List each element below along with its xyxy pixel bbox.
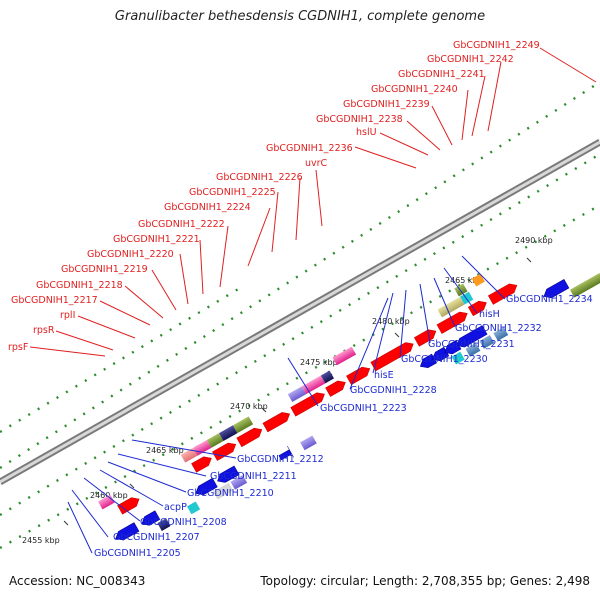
gene-label: GbCGDNIH1_2223 <box>320 403 407 414</box>
gene-rna <box>206 433 224 448</box>
genome-backbone <box>0 138 600 486</box>
gene-arrow <box>444 340 462 355</box>
gene-label: GbCGDNIH1_2236 <box>266 143 353 154</box>
gene-label: GbCGDNIH1_2208 <box>140 517 227 528</box>
gene-label: GbCGDNIH1_2231 <box>428 339 515 350</box>
gene-rna <box>219 425 238 441</box>
gene-arrow <box>325 380 346 397</box>
gene-rna <box>569 273 600 298</box>
kbp-label: 2470 kbp <box>230 402 268 411</box>
gene-arrow <box>141 510 161 526</box>
gene-label: GbCGDNIH1_2230 <box>401 354 488 365</box>
gene-rna <box>320 370 335 384</box>
gene-label: GbCGDNIH1_2207 <box>113 532 200 543</box>
gene-label: GbCGDNIH1_2241 <box>398 69 485 80</box>
gene-label: hisE <box>374 370 394 381</box>
kbp-label: 2475 kbp <box>300 358 338 367</box>
gene-rna <box>493 327 509 341</box>
gene-label: hisH <box>479 309 500 320</box>
accession-text: Accession: NC_008343 <box>9 574 146 588</box>
gene-rna <box>232 416 254 434</box>
gene-label: GbCGDNIH1_2222 <box>138 219 225 230</box>
gene-arrow <box>212 442 237 461</box>
gene-label: GbCGDNIH1_2225 <box>189 187 276 198</box>
gene-label: GbCGDNIH1_2226 <box>216 172 303 183</box>
gene-label: GbCGDNIH1_2228 <box>350 385 437 396</box>
gene-arrow <box>236 427 263 448</box>
gene-arrow <box>278 446 294 461</box>
gene-label: GbCGDNIH1_2238 <box>316 114 403 125</box>
gene-label: GbCGDNIH1_2249 <box>453 40 540 51</box>
kbp-label: 2490 kbp <box>515 236 553 245</box>
gene-arrow <box>115 522 140 541</box>
gene-arrow <box>487 283 518 305</box>
forward-labels: GbCGDNIH1_2249 GbCGDNIH1_2242 GbCGDNIH1_… <box>8 40 540 353</box>
gc-content-track <box>0 80 600 550</box>
gene-arrow <box>432 346 450 362</box>
gene-rna <box>437 296 465 318</box>
gene-label: GbCGDNIH1_2220 <box>87 249 174 260</box>
gene-rna <box>213 482 234 500</box>
reverse-labels: GbCGDNIH1_2234 hisH GbCGDNIH1_2232 GbCGD… <box>94 294 593 559</box>
gene-arrow <box>191 456 212 473</box>
gene-label: GbCGDNIH1_2224 <box>164 202 251 213</box>
gene-label: rpsR <box>33 325 55 336</box>
gene-label: GbCGDNIH1_2240 <box>371 84 458 95</box>
gene-label: GbCGDNIH1_2219 <box>61 264 148 275</box>
gene-label: GbCGDNIH1_2217 <box>11 295 98 306</box>
kbp-label: 2480 kbp <box>372 317 410 326</box>
gene-label: GbCGDNIH1_2234 <box>506 294 593 305</box>
gene-label: GbCGDNIH1_2212 <box>237 454 324 465</box>
gene-label: GbCGDNIH1_2221 <box>113 234 200 245</box>
gene-label: uvrC <box>305 158 328 169</box>
gene-arrow <box>117 497 140 515</box>
gene-arrow <box>456 325 488 348</box>
gene-arrow <box>217 465 240 483</box>
forward-gene-track <box>98 273 518 515</box>
map-title: Granulibacter bethesdensis CGDNIH1, comp… <box>114 9 486 24</box>
gene-arrow <box>436 311 468 334</box>
gene-label: rpsF <box>8 342 28 353</box>
gene-label: GbCGDNIH1_2242 <box>427 54 514 65</box>
forward-label-leaders <box>29 47 597 357</box>
gene-arrow <box>413 329 437 347</box>
gene-rna <box>451 351 465 365</box>
gene-label: rplI <box>60 310 75 321</box>
gene-arrow <box>290 392 325 417</box>
gene-label: GbCGDNIH1_2210 <box>187 488 274 499</box>
gene-rna <box>479 335 495 349</box>
gene-rna <box>186 501 201 515</box>
kbp-label: 2465 kbp <box>445 276 483 285</box>
gene-rna <box>287 386 307 403</box>
gene-label: acpP <box>164 502 187 513</box>
gene-rna <box>332 346 357 366</box>
gene-arrow <box>195 477 218 496</box>
gene-arrow <box>346 366 371 386</box>
gene-rna <box>230 474 248 490</box>
reverse-gene-track <box>115 273 600 541</box>
gene-label: GbCGDNIH1_2218 <box>36 280 123 291</box>
gene-label: hslU <box>356 127 377 138</box>
gene-label: GbCGDNIH1_2239 <box>343 99 430 110</box>
gene-arrow <box>467 300 487 317</box>
gene-label: GbCGDNIH1_2211 <box>210 471 297 482</box>
gene-arrow <box>419 353 438 369</box>
genome-summary: Topology: circular; Length: 2,708,355 bp… <box>260 574 590 588</box>
kbp-label: 2465 kbp <box>146 446 184 455</box>
gene-rna <box>300 435 317 451</box>
gene-rna <box>465 342 481 357</box>
reverse-label-leaders <box>67 255 506 554</box>
gene-rna <box>180 447 198 463</box>
gene-rna <box>157 518 171 531</box>
gene-arrow <box>262 412 291 433</box>
gene-label: GbCGDNIH1_2232 <box>455 323 542 334</box>
kbp-label: 2455 kbp <box>22 536 60 545</box>
gene-rna <box>471 273 485 287</box>
gene-label: GbCGDNIH1_2205 <box>94 548 181 559</box>
gene-arrow <box>370 342 414 372</box>
gene-arrow <box>543 278 570 299</box>
